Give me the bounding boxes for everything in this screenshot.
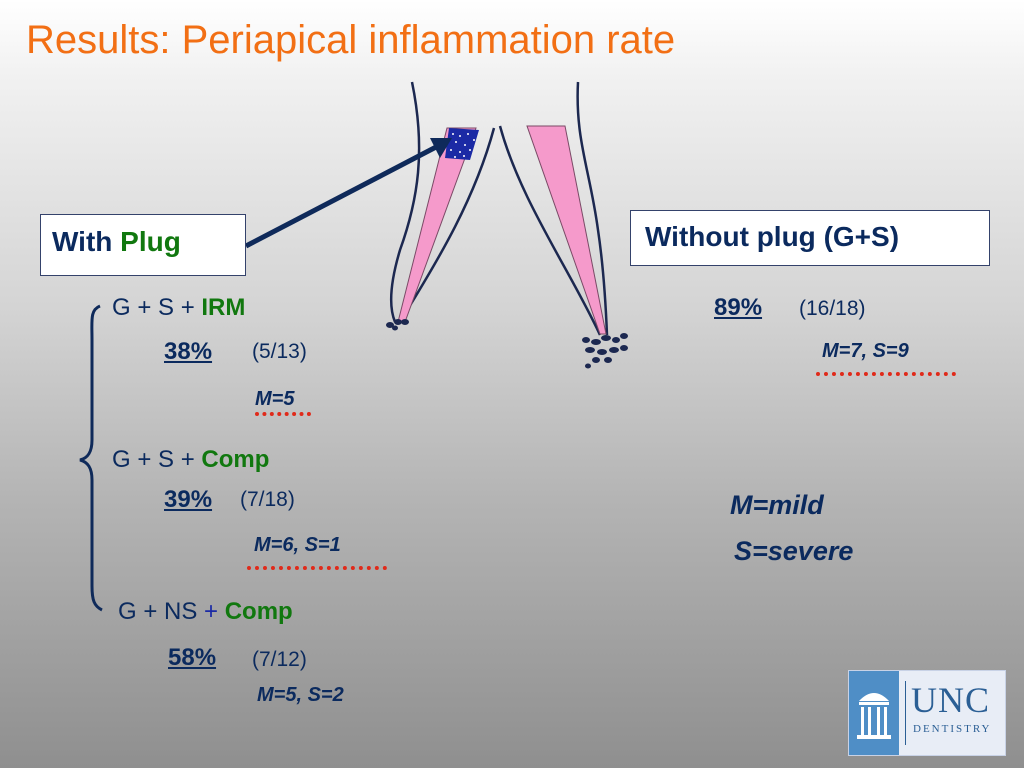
right-apex-lesion [582, 333, 628, 369]
group-ns-comp-heading: G + NS + Comp [118, 598, 293, 626]
plug-texture [450, 133, 475, 158]
left-apex-lesion [386, 319, 409, 331]
unc-dentistry-logo: UNC DENTISTRY [848, 670, 1006, 756]
right-root-inner-wall [498, 125, 602, 336]
group-comp-severity: M=6, S=1 [254, 534, 341, 556]
right-canal-filling [526, 125, 607, 335]
old-well-glyph [857, 693, 891, 739]
left-root-outer-wall [389, 81, 421, 323]
with-plug-label: With [52, 226, 113, 257]
old-well-icon [849, 671, 899, 755]
with-plug-box: With Plug [40, 214, 246, 276]
legend-severe: S=severe [734, 536, 854, 566]
without-plug-percent: 89% [714, 294, 763, 321]
with-plug-emphasis: Plug [120, 226, 181, 257]
group-irm-dotted-underline [255, 412, 311, 416]
without-plug-label: Without plug (G+S) [645, 221, 900, 252]
group-ns-comp-material: Comp [224, 598, 293, 625]
right-root-outer-wall [576, 81, 609, 336]
group-ns-comp-plus: + [204, 598, 219, 625]
group-irm-prefix: G + S + [112, 294, 202, 321]
group-ns-comp-percent: 58% [168, 644, 217, 671]
plug-arrow [244, 143, 440, 249]
group-comp-prefix: G + S + [112, 446, 202, 473]
logo-subtitle: DENTISTRY [913, 723, 992, 735]
group-ns-comp-severity: M=5, S=2 [257, 684, 344, 706]
without-plug-dotted-underline [816, 372, 956, 376]
slide-title: Results: Periapical inflammation rate [26, 18, 676, 62]
group-comp-heading: G + S + Comp [112, 446, 269, 474]
group-comp-dotted-underline [247, 566, 387, 570]
without-plug-severity: M=7, S=9 [822, 340, 909, 362]
group-ns-comp-prefix: G + NS [118, 598, 205, 625]
logo-name: UNC [911, 680, 991, 720]
group-irm-fraction: (5/13) [252, 340, 307, 363]
without-plug-box: Without plug (G+S) [630, 210, 990, 266]
group-bracket [79, 304, 103, 612]
without-plug-fraction: (16/18) [799, 297, 866, 320]
group-ns-comp-fraction: (7/12) [252, 648, 307, 671]
group-irm-material: IRM [201, 294, 246, 321]
group-comp-fraction: (7/18) [240, 488, 295, 511]
group-irm-severity: M=5 [255, 388, 295, 410]
group-irm-heading: G + S + IRM [112, 294, 245, 322]
plug-material [445, 128, 479, 160]
group-comp-percent: 39% [164, 486, 213, 513]
group-comp-material: Comp [201, 446, 270, 473]
logo-divider [905, 681, 906, 745]
group-irm-percent: 38% [164, 338, 213, 365]
legend-mild: M=mild [730, 490, 824, 520]
plug-arrow-head [430, 138, 452, 158]
